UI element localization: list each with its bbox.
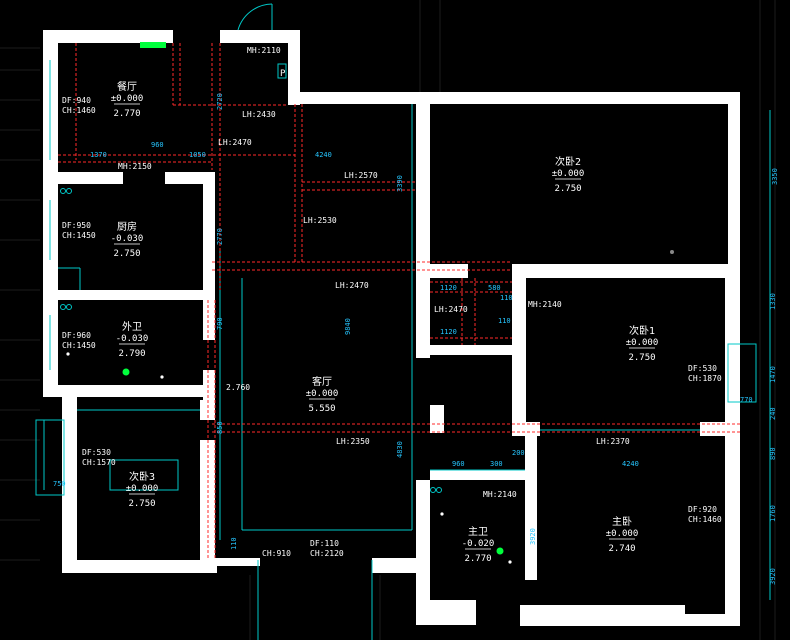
dimension-d1760: 1760 — [769, 505, 777, 522]
window-tag-kitchen-ch: CH:1450 — [62, 231, 96, 240]
dimension-d3390: 3390 — [396, 175, 404, 192]
door-label: P — [280, 69, 286, 79]
beam-tag-lh2: LH:2470 — [218, 138, 252, 147]
beam-tag-lh1: LH:2430 — [242, 110, 276, 119]
dimension-d770: 770 — [740, 396, 753, 404]
dimension-d300: 300 — [490, 460, 503, 468]
dimension-d4830: 4830 — [396, 441, 404, 458]
room-level-bath: -0.030 — [116, 334, 149, 344]
window-tag-living-ch2: CH:910 — [262, 549, 291, 558]
window-tag-dining-ch: CH:1460 — [62, 106, 96, 115]
dimension-d1120b: 1120 — [440, 328, 457, 336]
dimension-d1470: 1470 — [769, 366, 777, 383]
dimension-d960a: 960 — [151, 141, 164, 149]
dimension-d3350: 3350 — [771, 168, 779, 185]
room-level-living: ±0.000 — [306, 389, 339, 399]
dimension-d1330: 1330 — [769, 293, 777, 310]
window-tag-living-df: DF:110 — [310, 539, 339, 548]
beam-tag-mh3: MH:2140 — [528, 300, 562, 309]
window-tag-bath-ch: CH:1450 — [62, 341, 96, 350]
dimension-d2720: 2720 — [216, 93, 224, 110]
dimension-d200: 200 — [512, 449, 525, 457]
dimension-labels: 1370 960 1050 2720 4240 2770 3350 3390 1120 580 11… — [53, 93, 779, 585]
window-tag-bed1-ch: CH:1870 — [688, 374, 722, 383]
beam-tag-lh3: LH:2570 — [344, 171, 378, 180]
window-tag-master-ch: CH:1460 — [688, 515, 722, 524]
room-name-living: 客厅 — [312, 375, 332, 388]
window-tag-bed1-df: DF:530 — [688, 364, 717, 373]
room-name-bath: 外卫 — [122, 321, 142, 333]
dimension-d1050: 1050 — [189, 151, 206, 159]
dimension-d2770: 2770 — [216, 228, 224, 245]
dimension-d4240a: 4240 — [315, 151, 332, 159]
dimension-d3920: 3920 — [529, 528, 537, 545]
beam-tag-lh8: LH:2350 — [336, 437, 370, 446]
room-height-bath: 2.790 — [118, 349, 145, 359]
dimension-d110a: 110 — [500, 294, 513, 302]
window-tag-bed3-df: DF:530 — [82, 448, 111, 457]
dimension-d750: 750 — [53, 480, 66, 488]
beam-tag-mh2: MH:2150 — [118, 162, 152, 171]
room-height-bed3: 2.750 — [128, 499, 155, 509]
dimension-d240: 240 — [769, 407, 777, 420]
room-level-kitchen: -0.030 — [111, 234, 144, 244]
beam-tag-lh5: LH:2470 — [335, 281, 369, 290]
room-height-masterbath: 2.770 — [464, 554, 491, 564]
dimension-d4240b: 4240 — [622, 460, 639, 468]
dimension-d890: 890 — [769, 447, 777, 460]
window-tag-bed3-ch: CH:1570 — [82, 458, 116, 467]
beam-tag-lh4: LH:2530 — [303, 216, 337, 225]
dimension-d110c: 110 — [230, 537, 238, 550]
room-height-bed2: 2.750 — [554, 184, 581, 194]
room-level-bed2: ±0.000 — [552, 169, 585, 179]
room-level-dining: ±0.000 — [111, 94, 144, 104]
room-level-master: ±0.000 — [606, 529, 639, 539]
room-name-dining: 餐厅 — [117, 80, 137, 93]
room-name-bed2: 次卧2 — [555, 155, 581, 168]
beam-tag-lh7: LH:2370 — [596, 437, 630, 446]
dimension-d1120a: 1120 — [440, 284, 457, 292]
dimension-d110b: 110 — [498, 317, 511, 325]
room-name-bed3: 次卧3 — [129, 470, 155, 483]
room-name-bed1: 次卧1 — [629, 324, 655, 337]
beam-tag-mh4: MH:2140 — [483, 490, 517, 499]
window-tag-living-ch: CH:2120 — [310, 549, 344, 558]
room-height-kitchen: 2.750 — [113, 249, 140, 259]
door-swing — [237, 3, 273, 31]
beam-tag-mh1: MH:2110 — [247, 46, 281, 55]
beam-tags: MH:2110LH:2430LH:2470MH:2150LH:2570LH:25… — [118, 46, 630, 499]
room-level-bed1: ±0.000 — [626, 338, 659, 348]
window-tag-kitchen-df: DF:950 — [62, 221, 91, 230]
beam-lines — [58, 43, 740, 560]
room-name-kitchen: 厨房 — [117, 220, 137, 233]
dimension-d960b: 960 — [452, 460, 465, 468]
room-name-masterbath: 主卫 — [468, 526, 488, 538]
beam-tag-lh6: LH:2470 — [434, 305, 468, 314]
window-tag-master-df: DF:920 — [688, 505, 717, 514]
dimension-d1370: 1370 — [90, 151, 107, 159]
room-height-master: 2.740 — [608, 544, 635, 554]
room-name-master: 主卧 — [612, 515, 632, 528]
room-labels: 餐厅±0.0002.770厨房-0.0302.750外卫-0.0302.790次… — [111, 80, 659, 564]
room-height-dining: 2.770 — [113, 109, 140, 119]
window-tag-bath-df: DF:960 — [62, 331, 91, 340]
room-height-bed1: 2.750 — [628, 353, 655, 363]
beam-tag-h2760: 2.760 — [226, 383, 250, 392]
window-tag-dining-df: DF:940 — [62, 96, 91, 105]
dimension-d580: 580 — [488, 284, 501, 292]
walls — [43, 30, 740, 626]
window-tags: DF:940CH:1460DF:950CH:1450DF:960CH:1450D… — [62, 96, 722, 558]
dimension-d9840: 9840 — [344, 318, 352, 335]
room-height-living: 5.550 — [308, 404, 335, 414]
dimension-d790: 790 — [216, 317, 224, 330]
inner-outline — [35, 60, 771, 640]
room-level-masterbath: -0.020 — [462, 539, 495, 549]
room-level-bed3: ±0.000 — [126, 484, 159, 494]
markers — [60, 42, 674, 564]
dimension-d850: 850 — [216, 421, 224, 434]
dimension-d3920b: 3920 — [769, 568, 777, 585]
